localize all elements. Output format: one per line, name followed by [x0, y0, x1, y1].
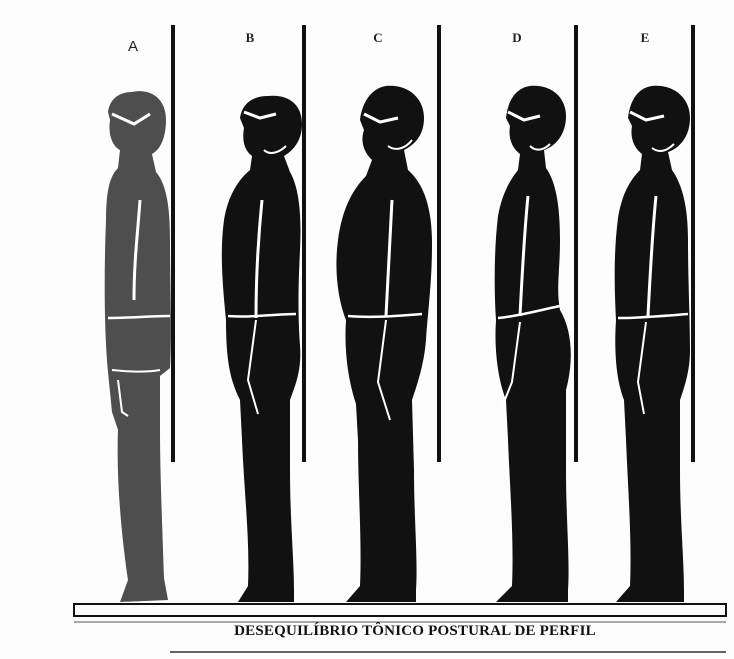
figure-d [495, 86, 571, 602]
panel-label-b: B [246, 30, 255, 46]
figure-caption: DESEQUILÍBRIO TÔNICO POSTURAL DE PERFIL [200, 623, 630, 640]
figure-b [222, 96, 302, 602]
figure-e [615, 86, 690, 602]
panel-label-a: A [128, 38, 138, 55]
panel-label-d: D [512, 30, 521, 46]
figure-a [105, 91, 171, 602]
panel-label-e: E [641, 30, 650, 46]
figure-c [336, 86, 432, 602]
floor-base [74, 604, 726, 616]
panel-label-c: C [373, 30, 382, 46]
